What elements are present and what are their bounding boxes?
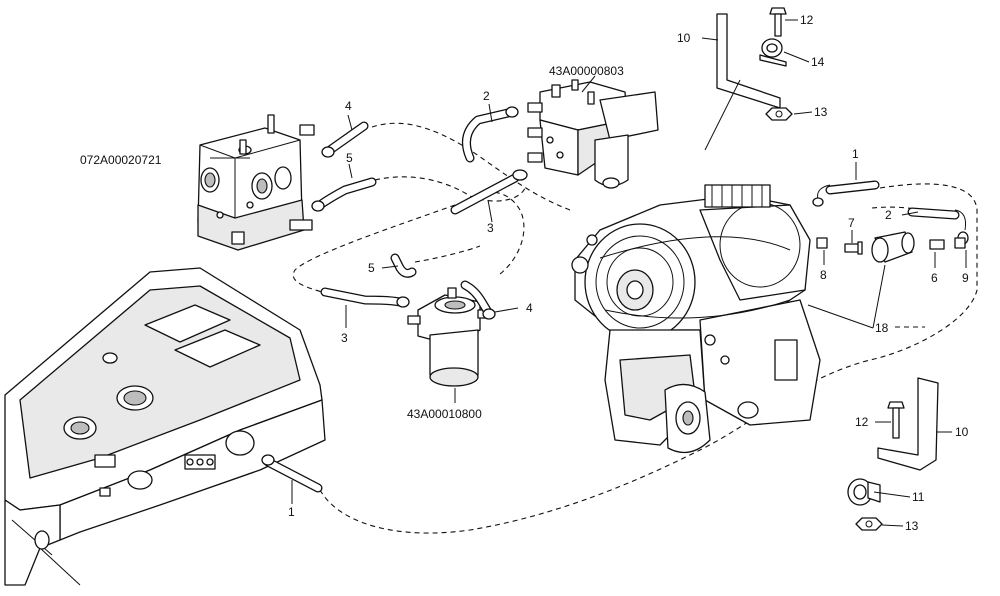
callout-14: 14 — [811, 55, 825, 69]
callout-7: 7 — [848, 216, 855, 230]
callout-12-bottom: 12 — [855, 415, 869, 429]
callout-8: 8 — [820, 268, 827, 282]
hardware — [716, 7, 939, 531]
callout-3-left: 3 — [341, 331, 348, 345]
callout-5-center: 5 — [368, 261, 375, 275]
callout-11: 11 — [912, 490, 925, 504]
callout-1-bottom: 1 — [288, 505, 295, 519]
callout-18: 18 — [875, 321, 889, 335]
callout-6: 6 — [931, 271, 938, 285]
callout-13-top: 13 — [814, 105, 828, 119]
callout-1-top: 1 — [852, 147, 859, 161]
callout-3-center: 3 — [487, 221, 494, 235]
fittings — [816, 231, 966, 263]
chassis-frame — [4, 267, 326, 586]
callout-2-right: 2 — [885, 208, 892, 222]
callout-4-center: 4 — [526, 301, 533, 315]
label-lower-filter: 43A00010800 — [407, 407, 482, 421]
callout-12-top: 12 — [800, 13, 814, 27]
hoses — [261, 106, 969, 493]
callout-9: 9 — [962, 271, 969, 285]
label-control-valve: 072A00020721 — [80, 153, 162, 167]
leader-lines — [210, 19, 967, 527]
control-valve — [197, 114, 315, 251]
callout-4-top: 4 — [345, 99, 352, 113]
upper-filter — [527, 79, 659, 189]
callout-2-left: 2 — [483, 89, 490, 103]
callout-10-top: 10 — [677, 31, 691, 45]
callout-5-top: 5 — [346, 151, 353, 165]
lower-filter — [407, 287, 491, 387]
transmission — [571, 184, 821, 454]
callout-10-bottom: 10 — [955, 425, 969, 439]
callout-labels: 072A00020721 43A00000803 43A00010800 1 1… — [80, 13, 969, 533]
label-upper-filter: 43A00000803 — [549, 64, 624, 78]
callout-13-bottom: 13 — [905, 519, 919, 533]
